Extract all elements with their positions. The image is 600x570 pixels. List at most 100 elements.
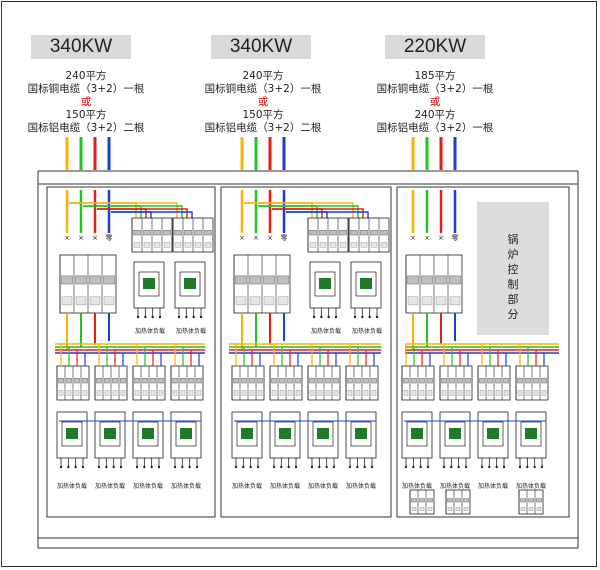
breaker-terminal: [407, 296, 419, 306]
spec-line: 185平方: [414, 70, 456, 82]
spec-line: 国标铝电缆（3+2）二根: [204, 122, 322, 134]
contactor-coil: [66, 428, 78, 439]
spec-line: 国标铜电缆（3+2）一根: [27, 83, 145, 95]
breaker-terminal: [174, 242, 182, 248]
load-label: 加热体负载: [311, 327, 341, 335]
load-terminal-dot: [112, 465, 115, 469]
load-terminal-dot: [119, 465, 123, 469]
load-terminal-dot: [177, 315, 181, 319]
boiler-control-panel: [477, 202, 549, 335]
breaker-terminal: [263, 296, 275, 306]
breaker-lever: [134, 377, 140, 384]
contactor-coil: [355, 428, 367, 439]
breaker-lever: [465, 377, 471, 384]
branch-feeder: [244, 202, 354, 218]
load-terminal-dot: [526, 465, 529, 469]
load-terminal-dot: [518, 465, 522, 469]
contactor-coil: [184, 278, 196, 289]
contactor-coil: [525, 428, 537, 439]
breaker-lever: [180, 377, 186, 384]
breaker-lever: [263, 275, 275, 285]
breaker-lever: [360, 229, 368, 236]
load-breaker: [231, 365, 265, 401]
load-contactor: [94, 411, 126, 469]
breaker-lever: [411, 498, 417, 503]
breaker-lever: [455, 498, 461, 503]
load-contactor: [307, 411, 339, 469]
breaker-terminal: [371, 390, 377, 396]
breaker-lever: [441, 377, 447, 384]
load-breaker: [477, 365, 511, 401]
breaker-lever: [421, 275, 433, 285]
breaker-lever: [457, 377, 463, 384]
breaker-lever: [435, 275, 447, 285]
breaker-lever: [495, 377, 501, 384]
load-contactor: [170, 411, 202, 469]
breaker-lever: [249, 377, 255, 384]
breaker-terminal: [172, 390, 178, 396]
breaker-terminal: [103, 296, 115, 306]
load-terminal-dot: [136, 315, 140, 319]
branch-contactor: [174, 261, 206, 319]
load-contactor: [515, 411, 547, 469]
breaker-terminal: [350, 242, 358, 248]
load-terminal-dot: [272, 465, 276, 469]
breaker-lever: [479, 377, 485, 384]
load-terminal-dot: [348, 465, 352, 469]
load-terminal-dot: [199, 315, 203, 319]
breaker-lever: [317, 377, 323, 384]
breaker-lever: [249, 275, 261, 285]
breaker-lever: [204, 229, 212, 236]
load-label: 加热体负载: [346, 482, 376, 490]
load-contactor: [132, 411, 164, 469]
branch-feeder: [111, 211, 152, 218]
breaker-lever: [233, 377, 239, 384]
load-terminal-dot: [457, 465, 460, 469]
main-breaker: [59, 254, 117, 314]
load-breaker: [269, 365, 303, 401]
breaker-lever: [75, 275, 87, 285]
breaker-terminal: [541, 390, 547, 396]
branch-feeder: [83, 205, 183, 218]
phase-mark: ×: [239, 234, 245, 242]
spec-line: 国标铝电缆（3+2）二根: [27, 122, 145, 134]
contactor-coil: [487, 428, 499, 439]
breaker-terminal: [435, 296, 447, 306]
cable-spec-1: 240平方 国标铜电缆（3+2）一根 或 150平方 国标铝电缆（3+2）二根: [6, 70, 166, 135]
breaker-terminal: [120, 390, 126, 396]
breaker-terminal: [360, 242, 368, 248]
contactor-coil: [319, 278, 331, 289]
load-terminal-dot: [363, 465, 366, 469]
breaker-lever: [541, 377, 547, 384]
breaker-terminal: [194, 242, 202, 248]
breaker-lever: [196, 377, 202, 384]
load-breaker: [132, 365, 166, 401]
breaker-lever: [104, 377, 110, 384]
load-terminal-dot: [143, 465, 146, 469]
breaker-lever: [295, 377, 301, 384]
branch-feeder: [111, 211, 193, 218]
load-terminal-dot: [188, 465, 191, 469]
phase-mark: ×: [424, 234, 430, 242]
load-terminal-dot: [150, 465, 153, 469]
load-breaker: [56, 365, 90, 401]
breaker-lever: [520, 498, 526, 503]
breaker-terminal: [180, 390, 186, 396]
load-terminal-dot: [312, 315, 316, 319]
breaker-lever: [449, 275, 461, 285]
breaker-lever: [333, 377, 339, 384]
power-badge-2: 340KW: [211, 35, 311, 59]
load-terminal-dot: [370, 465, 374, 469]
power-badge-3: 220KW: [385, 35, 485, 59]
phase-mark: ×: [92, 234, 98, 242]
contactor-coil: [317, 428, 329, 439]
breaker-lever: [355, 377, 361, 384]
breaker-lever: [61, 275, 73, 285]
load-terminal-dot: [195, 465, 199, 469]
load-contactor: [439, 411, 471, 469]
breaker-terminal: [82, 390, 88, 396]
breaker-terminal: [419, 390, 425, 396]
load-terminal-dot: [74, 465, 77, 469]
load-terminal-dot: [144, 315, 147, 319]
